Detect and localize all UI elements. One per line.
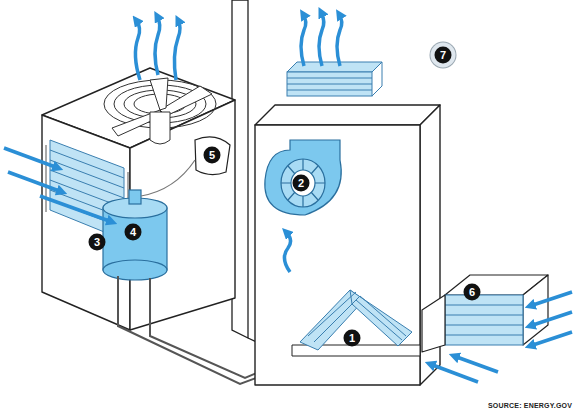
return-arrows [530,292,572,306]
callout-number: 5 [204,147,221,164]
blower [281,159,325,207]
fan-motor-shroud [195,137,230,175]
compressor [103,160,195,280]
air-filter [445,305,523,335]
airflow-arrows [40,196,112,222]
callout-number: 4 [125,224,142,241]
supply-arrows [301,14,306,66]
return-arrows [430,364,478,382]
airflow-arrows [174,20,180,80]
supply-duct [287,78,372,79]
supply-arrows [284,232,290,272]
compressor [129,190,141,204]
airflow-arrows [135,20,140,80]
callout-number: 1 [344,330,361,347]
condenser-fan [104,78,216,144]
return-arrows [430,292,572,382]
air-filter [422,275,548,352]
supply-duct [372,62,382,96]
supply-duct [287,72,372,96]
return-arrows [530,332,572,346]
return-arrows [530,312,572,326]
airflow-arrows [155,16,160,75]
callout-number: 3 [89,234,106,251]
outdoor-unit [42,68,235,330]
fan-motor-shroud [195,137,230,175]
furnace-cabinet [255,125,420,385]
callout-number: 6 [464,284,481,301]
return-arrows [454,356,498,372]
condenser-fan [150,78,168,110]
supply-duct [287,90,372,91]
evaporator-coil [292,290,420,356]
blower [265,140,341,215]
supply-duct [287,62,382,72]
blower [265,140,341,215]
thermostat [431,43,455,67]
supply-duct [287,62,382,96]
air-filter [445,295,523,345]
airflow-arrows [4,148,58,168]
supply-arrows [319,12,324,66]
condenser-fan [150,112,170,144]
supply-duct [287,84,372,85]
compressor [103,260,167,280]
thermostat [431,43,455,67]
callout-number: 7 [435,47,452,64]
supply-arrows [337,14,342,66]
air-filter [523,275,548,345]
airflow-arrows [8,172,62,192]
blower [281,159,325,207]
callout-number: 2 [293,175,310,192]
air-filter [422,295,445,352]
furnace-cabinet [255,105,440,125]
compressor [141,160,195,196]
airflow-arrows [4,16,180,222]
source-note: SOURCE: ENERGY.GOV [488,402,572,409]
furnace-cabinet [255,105,440,385]
